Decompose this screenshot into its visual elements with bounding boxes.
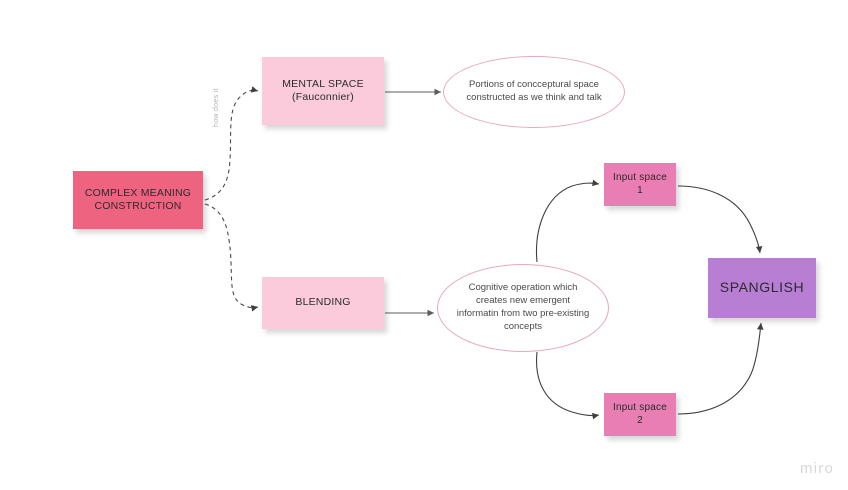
sticky-note-mental-space[interactable]: MENTAL SPACE (Fauconnier)	[262, 57, 384, 125]
branch-connector-label: how does it	[213, 88, 220, 127]
sticky-note-label: SPANGLISH	[719, 279, 805, 296]
sticky-note-input-space-1[interactable]: Input space 1	[604, 163, 676, 206]
sticky-note-label: Input space 2	[613, 402, 667, 426]
edge-blending-definition-to-input-space-2	[535, 351, 600, 420]
ellipse-blending-definition[interactable]: Cognitive operation which creates new em…	[437, 264, 609, 352]
sticky-note-label: COMPLEX MEANING CONSTRUCTION	[84, 186, 192, 212]
edge-blending-definition-to-input-space-1	[535, 179, 600, 263]
sticky-note-label: MENTAL SPACE (Fauconnier)	[282, 77, 364, 103]
sticky-note-complex-meaning-construction[interactable]: COMPLEX MEANING CONSTRUCTION	[73, 171, 203, 229]
sticky-note-spanglish[interactable]: SPANGLISH	[708, 258, 816, 318]
miro-watermark: miro	[800, 460, 834, 477]
sticky-note-label: Input space 1	[613, 172, 667, 196]
sticky-note-input-space-2[interactable]: Input space 2	[604, 393, 676, 436]
ellipse-label: Cognitive operation which creates new em…	[456, 282, 590, 332]
edge-input-space-1-to-spanglish	[677, 185, 763, 254]
ellipse-label: Portions of concceptural space construct…	[466, 79, 602, 103]
ellipse-mental-space-definition[interactable]: Portions of concceptural space construct…	[443, 56, 625, 128]
edge-complex-meaning-to-blending	[204, 203, 259, 312]
sticky-note-blending[interactable]: BLENDING	[262, 277, 384, 329]
sticky-note-label: BLENDING	[295, 296, 351, 309]
edge-input-space-2-to-spanglish	[677, 322, 764, 415]
